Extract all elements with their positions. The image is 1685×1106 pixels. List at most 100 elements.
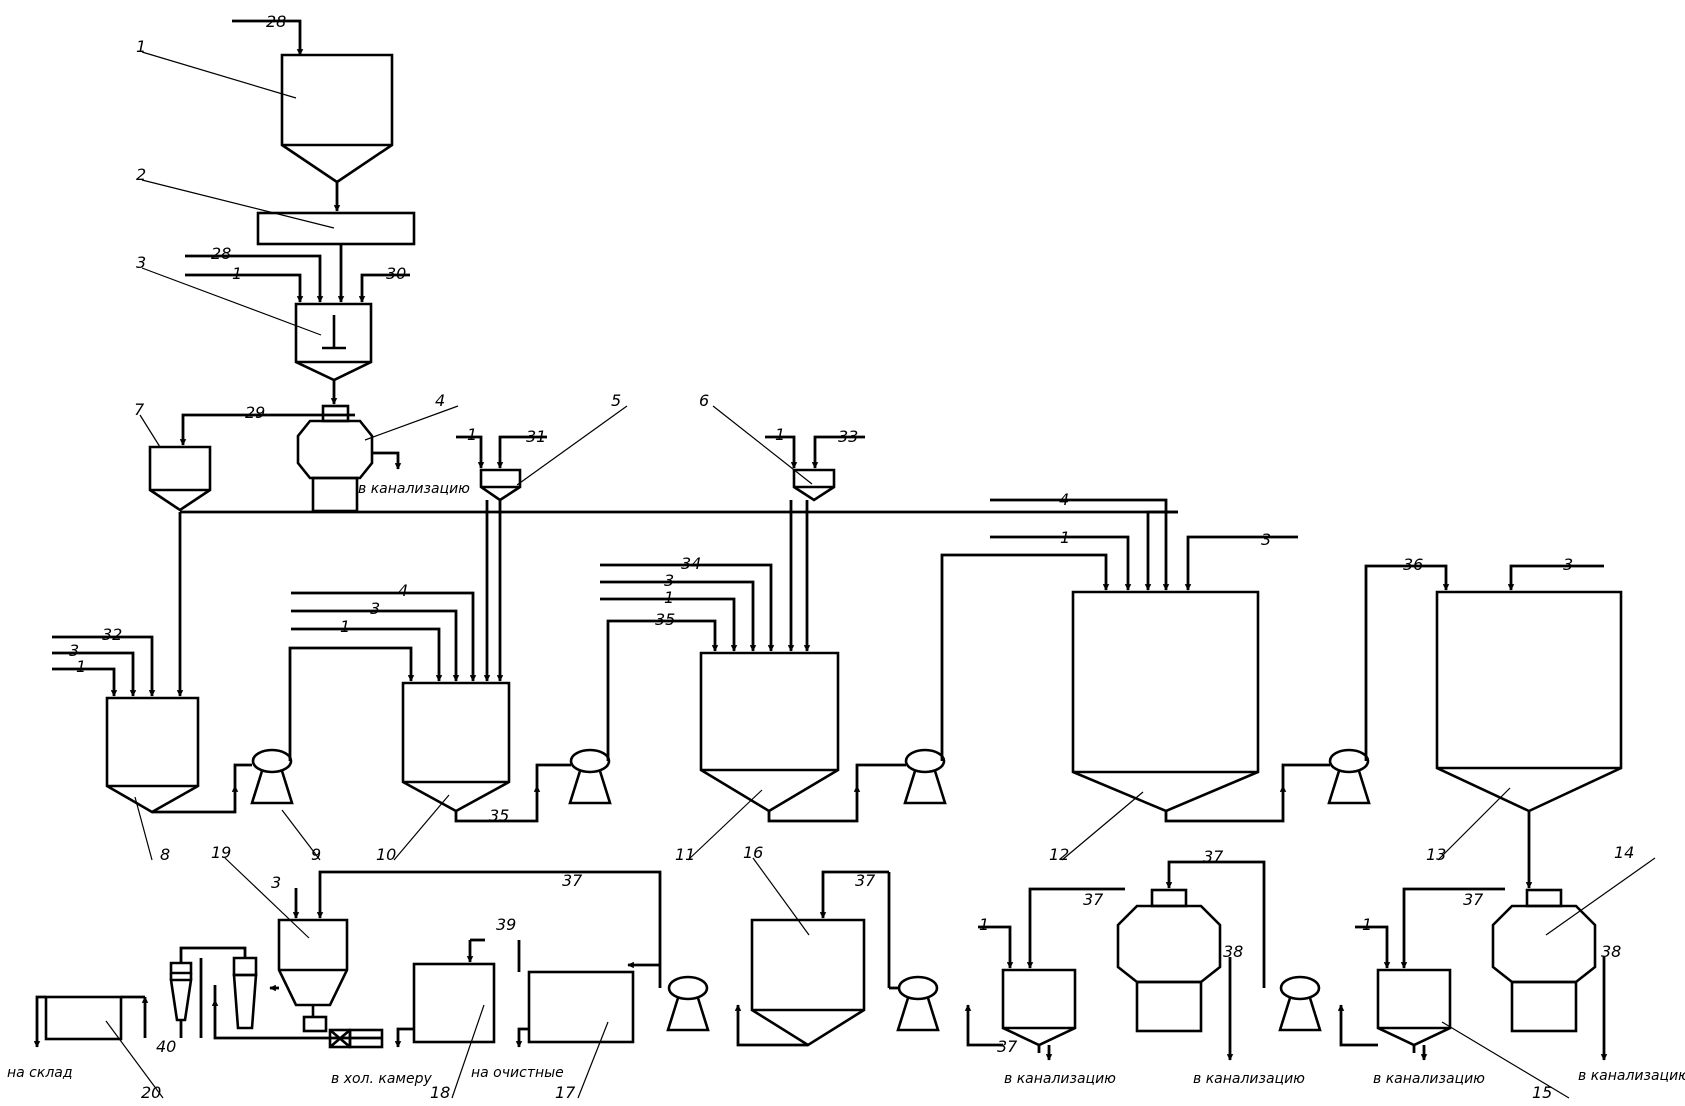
- label-equipment-7: 7: [134, 400, 145, 419]
- stream-label: 3: [664, 571, 674, 590]
- stream-label: 1: [979, 915, 989, 934]
- equipment-4-dryer: [296, 404, 374, 513]
- stream-label: 1: [340, 617, 350, 636]
- pipe-with-arrow: [454, 785, 541, 823]
- pump: [903, 748, 947, 805]
- pipe-with-arrow: [1364, 564, 1450, 761]
- equipment-17-tank: [527, 970, 635, 1044]
- pipe-with-arrow: [179, 413, 355, 446]
- pipe-with-arrow: [765, 435, 798, 469]
- stream-label: 3: [1261, 530, 1271, 549]
- pipe-with-arrow: [1184, 535, 1298, 591]
- pipe-with-arrow: [316, 870, 662, 988]
- pump-body: [897, 975, 939, 1001]
- pipe-with-arrow: [358, 273, 410, 303]
- pipe: [966, 1024, 1003, 1047]
- stream-label: 37: [1083, 890, 1104, 909]
- pipe-with-arrow: [1400, 887, 1505, 969]
- stream-label: 3: [69, 641, 79, 660]
- pump-body: [569, 748, 611, 774]
- leader-line: [134, 796, 153, 861]
- pipe-with-arrow: [456, 435, 485, 469]
- pipe-with-arrow: [291, 627, 443, 682]
- stream-label: 1: [775, 425, 785, 444]
- pipe-with-arrow: [291, 591, 477, 682]
- stream-label: 37: [997, 1037, 1018, 1056]
- pipe-with-arrow: [990, 535, 1132, 591]
- equipment-12-tank: [1071, 590, 1260, 813]
- pump-base: [1327, 770, 1371, 805]
- pipe-with-arrow: [600, 580, 757, 652]
- pipe-with-arrow: [767, 785, 861, 823]
- leader-line: [1437, 787, 1511, 861]
- label-equipment-1: 1: [136, 37, 146, 56]
- equipment-11-reactor: [699, 651, 840, 813]
- pipe-with-arrow: [288, 646, 415, 761]
- pipe-with-arrow: [33, 995, 46, 1048]
- pipelines: [33, 19, 1608, 1061]
- stream-label: 4: [398, 581, 408, 600]
- outlet-sewer-1: в канализацию: [1004, 1071, 1116, 1087]
- leader-lines: [105, 51, 1656, 1099]
- pipe-with-arrow: [232, 19, 304, 56]
- stream-label: 32: [102, 625, 122, 644]
- equipment-10-reactor: [401, 681, 511, 813]
- leader-line: [105, 1020, 164, 1099]
- leader-line: [577, 1021, 609, 1099]
- leader-line: [451, 1004, 485, 1099]
- pipe-with-arrow: [1144, 510, 1178, 591]
- pump-base: [250, 770, 294, 805]
- pipe-with-arrow: [185, 254, 324, 303]
- stream-label: 38: [1601, 942, 1621, 961]
- equipment-1-bunker: [280, 53, 394, 184]
- stream-label: 3: [271, 873, 281, 892]
- label-equipment-5: 5: [611, 391, 621, 410]
- pipe: [1281, 763, 1330, 786]
- equipment-20-tank: [44, 995, 123, 1041]
- stream-label: 34: [681, 554, 701, 573]
- outlet-labels: в канализацию в канализацию в канализаци…: [7, 481, 1685, 1087]
- stream-labels: 28 28 1 30 29 1 31 1 33 32 3 1 4 3 1 34 …: [69, 12, 1621, 1056]
- equipment-6-dispenser: [792, 468, 836, 502]
- stream-label: 37: [855, 871, 876, 890]
- pipe-with-arrow: [600, 563, 775, 652]
- stream-label: 31: [526, 427, 546, 446]
- stream-label: 35: [489, 806, 509, 825]
- equipment-18-tank: [412, 962, 496, 1044]
- pipe: [179, 946, 247, 963]
- pipe-with-arrow: [372, 451, 402, 470]
- leader-line: [1545, 857, 1656, 936]
- equipment-15-separator: [1376, 968, 1452, 1047]
- outlet-sewer-top: в канализацию: [358, 481, 470, 497]
- leader-line: [141, 51, 297, 99]
- stream-label: 1: [1362, 915, 1372, 934]
- equipment-16-settler: [750, 918, 866, 1047]
- pump: [568, 748, 612, 805]
- pipe-with-arrow: [185, 273, 304, 303]
- stream-label: 1: [232, 264, 242, 283]
- pump-base: [896, 997, 940, 1032]
- equipment-2-feeder: [256, 211, 416, 246]
- leader-line: [224, 857, 310, 939]
- pump: [250, 748, 294, 805]
- leader-line: [364, 405, 459, 441]
- leader-line: [752, 857, 810, 936]
- pump: [666, 975, 710, 1032]
- equipment-3-mixer: [294, 302, 373, 382]
- pipe-with-arrow: [152, 785, 239, 814]
- pipe-with-arrow: [211, 999, 382, 1040]
- pipe: [736, 1024, 808, 1047]
- stream-label: 39: [496, 915, 516, 934]
- label-equipment-12: 12: [1049, 845, 1069, 864]
- pipe-with-arrow: [1164, 785, 1287, 823]
- stream-label: 30: [386, 264, 406, 283]
- pipe-with-arrow: [52, 635, 156, 697]
- pump-base: [666, 997, 710, 1032]
- outlet-treatment: на очистные: [471, 1065, 564, 1081]
- stream-label: 29: [245, 403, 265, 422]
- equipment-13-tank: [1435, 590, 1623, 813]
- pipe-with-arrow: [1355, 925, 1391, 969]
- pipe: [535, 763, 571, 786]
- separator-1: [1001, 968, 1077, 1047]
